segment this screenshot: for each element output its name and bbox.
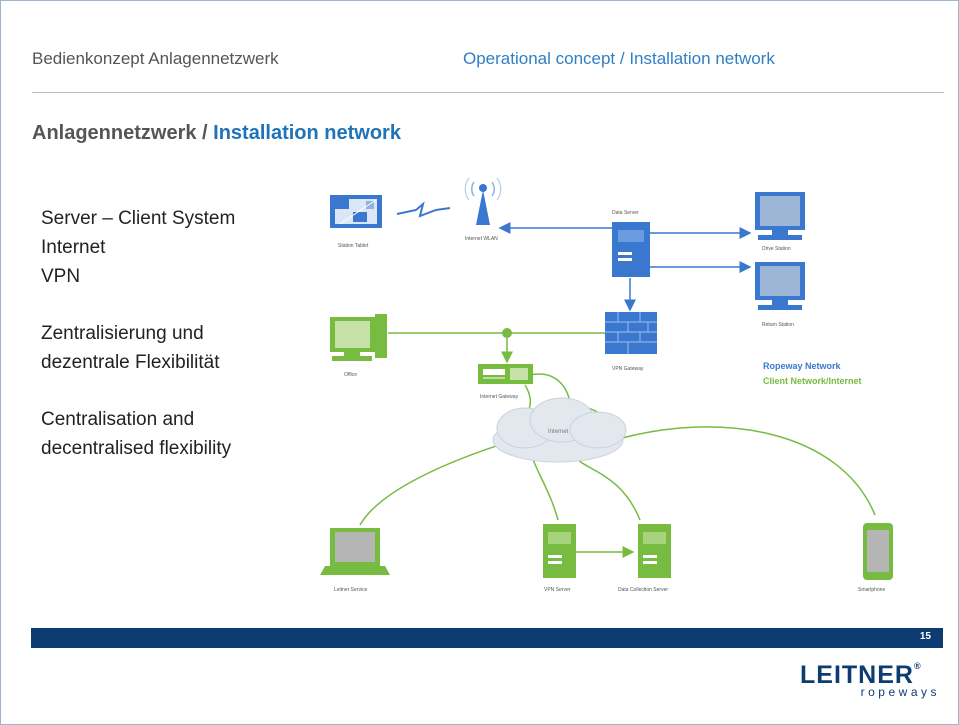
bullet-line: Zentralisierung und (41, 323, 204, 344)
label-data-server: Data Server (612, 210, 639, 216)
data-collection-server-icon (638, 524, 671, 578)
drive-station-icon (755, 192, 805, 240)
label-office: Office (344, 372, 357, 378)
smartphone-icon (863, 523, 893, 580)
label-internet-gateway: Internet Gateway (480, 394, 519, 400)
label-internet: Internet (548, 429, 569, 435)
logo-wordmark: LEITNER® (800, 661, 942, 690)
label-leitner-service: Leitner Service (334, 587, 368, 593)
header-left-title: Bedienkonzept Anlagennetzwerk (32, 49, 279, 68)
leitner-logo: LEITNER® ropeways (800, 661, 942, 699)
logo-registered-mark: ® (913, 661, 922, 671)
label-station-tablet: Station Tablet (338, 243, 369, 249)
bullet-line: Internet (41, 237, 106, 258)
bullet-line: decentralised flexibility (41, 438, 232, 459)
label-smartphone: Smartphone (858, 587, 885, 593)
section-title-prefix: Anlagennetzwerk / (32, 122, 214, 144)
bullet-group-2: Zentralisierung und dezentrale Flexibili… (41, 319, 235, 377)
bullet-group-3: Centralisation and decentralised flexibi… (41, 405, 235, 463)
label-vpn-gateway: VPN Gateway (612, 366, 644, 372)
internet-cloud-icon (492, 397, 627, 463)
section-title-highlight: Installation network (213, 122, 401, 144)
network-diagram: Station Tablet Internet WLAN Data Server… (320, 177, 893, 593)
label-data-collection-server: Data Collection Server (618, 587, 668, 593)
bullet-line: Centralisation and (41, 409, 195, 430)
bullet-line: VPN (41, 266, 81, 287)
label-drive-station: Drive Station (762, 246, 791, 252)
station-tablet-icon (330, 195, 382, 228)
hub-node (502, 328, 512, 338)
vpn-gateway-icon (605, 312, 657, 354)
legend-ropeway-network: Ropeway Network (763, 361, 842, 371)
header-divider (32, 92, 944, 93)
bullet-list: Server – Client System Internet VPN Zent… (41, 204, 235, 491)
footer-bar: 15 (31, 628, 943, 648)
legend-client-network: Client Network/Internet (763, 376, 862, 386)
logo-main-text: LEITNER (800, 661, 914, 689)
page-number: 15 (919, 631, 931, 642)
internet-gateway-icon (478, 364, 533, 384)
bullet-line: Server – Client System (41, 208, 236, 229)
office-pc-icon (330, 314, 387, 361)
leitner-service-laptop-icon (320, 528, 390, 575)
return-station-icon (755, 262, 805, 310)
bullet-group-1: Server – Client System Internet VPN (41, 204, 235, 291)
wlan-antenna-icon (464, 177, 502, 225)
label-internet-wlan: Internet WLAN (465, 236, 498, 242)
wireless-signal-icon (396, 201, 451, 218)
logo-subtitle: ropeways (860, 685, 940, 699)
vpn-server-icon (543, 524, 576, 578)
section-title: Anlagennetzwerk / Installation network (32, 122, 401, 145)
header-right-title: Operational concept / Installation netwo… (463, 49, 775, 68)
data-server-icon (612, 222, 650, 277)
label-vpn-server: VPN Server (544, 587, 571, 593)
ropeway-links (498, 222, 752, 312)
bullet-line: dezentrale Flexibilität (41, 352, 220, 373)
label-return-station: Return Station (762, 322, 794, 328)
